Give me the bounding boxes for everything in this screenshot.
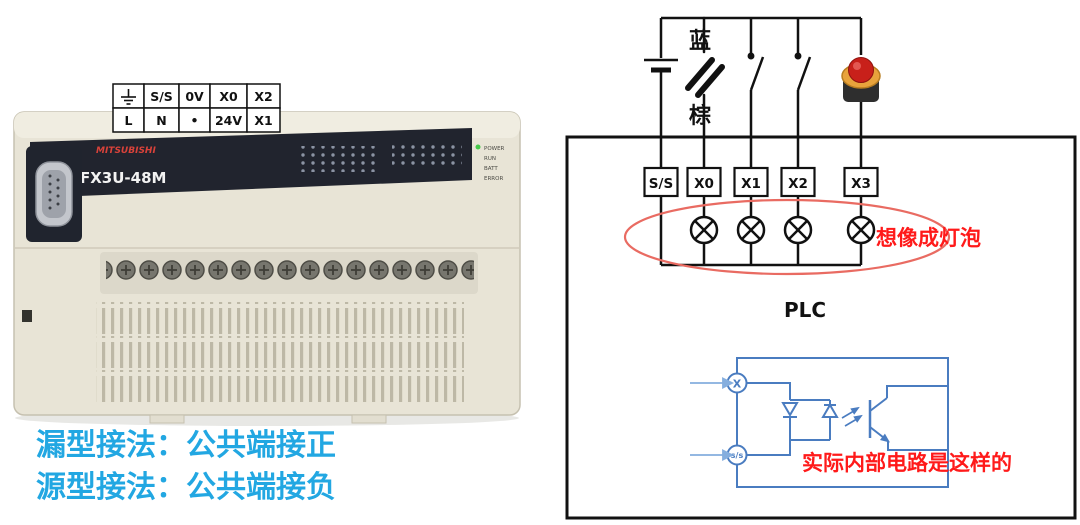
caption-source-wiring: 源型接法：公共端接负 [36,470,336,505]
opto-led-pair [746,382,839,456]
front-band: MITSUBISHI FX3U-48M [30,128,472,198]
terminal-label: • [191,113,199,128]
ground-icon [121,89,136,105]
terminal-label: X0 [694,176,714,192]
plc-photo: S/S 0V X0 X2 L N • 24V X1 MITSUBISHI FX3… [13,83,521,505]
terminal-label: X3 [851,176,871,192]
terminal-label: N [156,113,166,128]
wiring-diagram: 蓝 棕 S/S X0 X1 X2 X3 [565,16,1077,520]
terminal-label: 24V [215,113,242,128]
terminal-label: X1 [741,176,761,192]
terminal-label-strip: S/S 0V X0 X2 L N • 24V X1 [112,83,281,133]
io-led-grid [300,146,378,172]
pushbutton [841,18,881,168]
lamp-icon [846,196,876,265]
terminal-strip-row-bottom: L N • 24V X1 [112,107,281,133]
terminal-label: X0 [219,89,238,104]
input-wiring [644,16,881,170]
power-source-symbol [644,18,678,168]
internal-circuit-box [736,357,949,488]
light-arrows [841,406,863,427]
lamp-icon [689,196,719,265]
terminal-label: X2 [788,176,808,192]
indicator-label: POWER [484,146,505,152]
lamp-icon [783,196,813,265]
db9-connector [26,146,82,242]
plc-label: PLC [784,298,826,322]
internal-annotation: 实际内部电路是这样的 [802,451,1012,475]
x-terminal-label: X [733,378,742,391]
io-led-grid [392,143,462,169]
lamp-icon [736,196,766,265]
model-label: FX3U-48M [80,169,166,187]
terminal-label: X2 [254,89,272,104]
sensor-symbol [685,16,725,170]
lamp-annotation: 想像成灯泡 [876,226,981,250]
terminal-screw-row [100,252,478,294]
terminal-strip-row-top: S/S 0V X0 X2 [112,83,281,109]
indicator-label: BATT [484,166,498,172]
caption-sink-wiring: 漏型接法：公共端接正 [36,428,336,463]
brand-label: MITSUBISHI [96,146,156,156]
ss-terminal-label: s/s [731,451,744,460]
terminal-label: S/S [649,176,673,192]
terminal-label: S/S [150,89,173,104]
indicator-label: RUN [484,156,496,162]
wire-label-blue: 蓝 [689,29,711,54]
plc-outline-box [565,135,1077,520]
terminal-label: L [125,113,133,128]
vent-slats [22,302,464,402]
indicator-label: ERROR [484,176,503,182]
wire-label-brown: 棕 [689,103,711,129]
switch-symbol [747,18,765,168]
input-arrows [690,377,735,461]
mounting-feet [149,414,387,424]
input-terminals: S/S X0 X1 X2 X3 [643,166,879,198]
phototransistor [868,385,948,451]
internal-circuit [726,357,949,488]
switch-symbol [794,18,812,168]
terminal-label: X1 [254,113,272,128]
power-led [475,144,481,150]
terminal-label: 0V [185,89,204,104]
side-port [22,310,32,322]
status-indicators: POWER RUN BATT ERROR [475,144,505,182]
lamp-highlight-ellipse [623,198,951,276]
